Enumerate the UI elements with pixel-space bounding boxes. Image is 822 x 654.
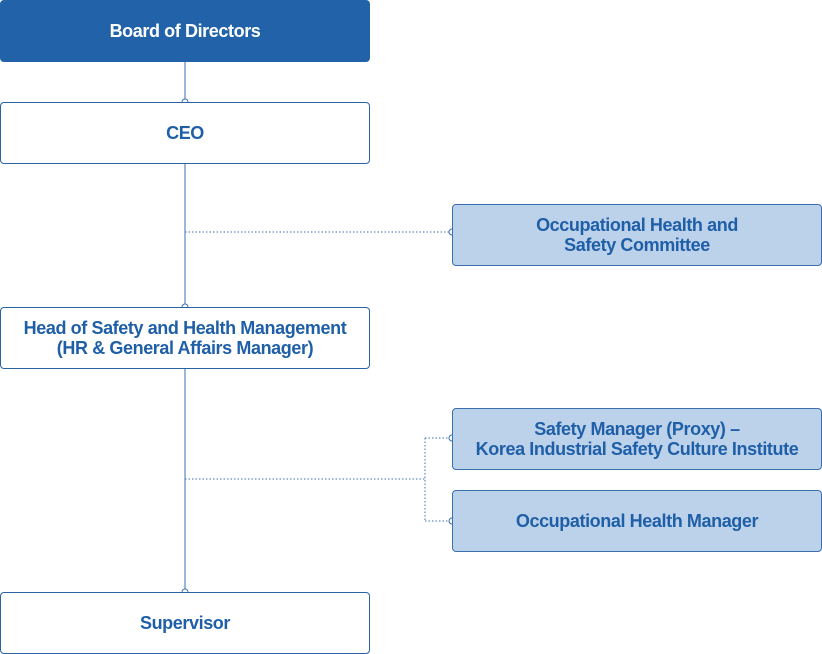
head-label-line-1: Head of Safety and Health Management	[23, 318, 347, 338]
committee-label-line-1: Occupational Health and	[536, 215, 738, 235]
ceo-box: CEO	[0, 102, 370, 164]
health-manager-box: Occupational Health Manager	[452, 490, 822, 552]
head-of-safety-box: Head of Safety and Health Management (HR…	[0, 307, 370, 369]
committee-box: Occupational Health and Safety Committee	[452, 204, 822, 266]
board-of-directors-box: Board of Directors	[0, 0, 370, 62]
supervisor-box: Supervisor	[0, 592, 370, 654]
committee-label-line-2: Safety Committee	[564, 235, 710, 255]
supervisor-label: Supervisor	[139, 613, 231, 633]
health-manager-label: Occupational Health Manager	[515, 511, 759, 531]
safety-manager-box: Safety Manager (Proxy) – Korea Industria…	[452, 408, 822, 470]
ceo-label: CEO	[166, 123, 204, 143]
safety-manager-label-line-1: Safety Manager (Proxy) –	[534, 419, 740, 439]
head-label-line-2: (HR & General Affairs Manager)	[56, 338, 314, 358]
board-of-directors-label: Board of Directors	[109, 21, 261, 41]
safety-manager-label-line-2: Korea Industrial Safety Culture Institut…	[475, 439, 799, 459]
